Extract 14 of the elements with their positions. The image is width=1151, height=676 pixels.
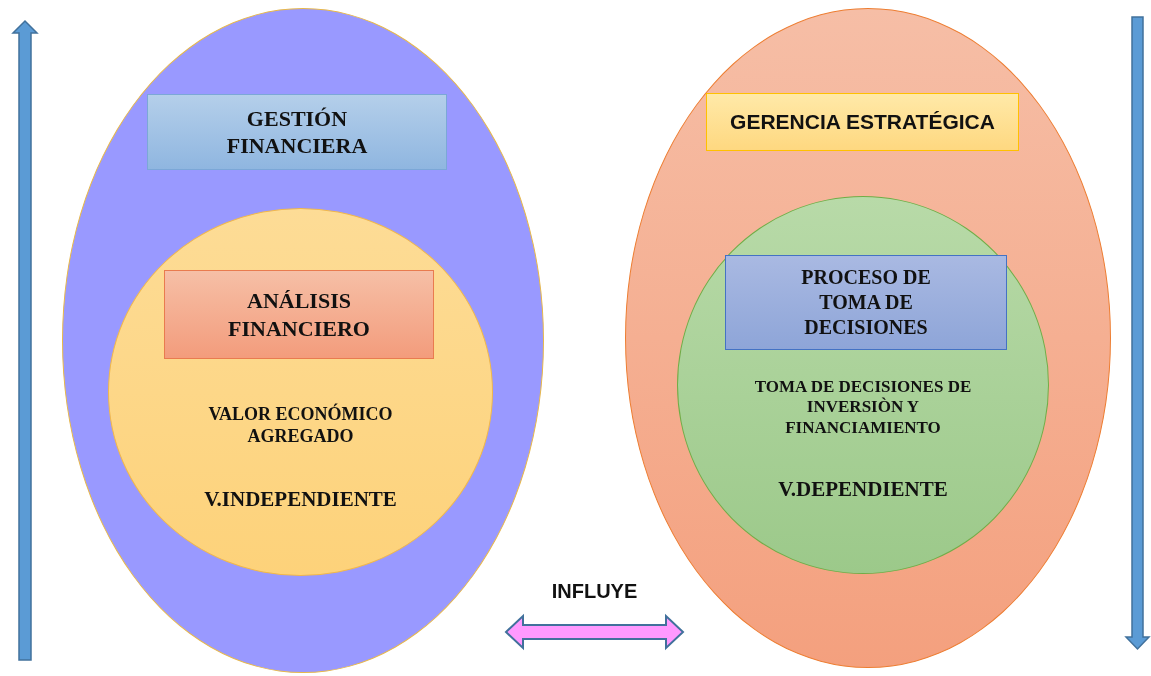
box-title: ANÁLISIS FINANCIERO [227,287,371,342]
box-title: GESTIÓN FINANCIERA [225,104,369,160]
title-box [725,255,1007,350]
title-box [147,94,447,170]
double-arrow [504,613,685,651]
variable-label: V.INDEPENDIENTE [203,487,398,513]
edge-label: INFLUYE [550,580,639,603]
title-box [706,93,1019,151]
box-title: PROCESO DE TOMA DE DECISIONES [800,265,932,340]
box-title: GERENCIA ESTRATÉGICA [730,108,995,135]
description-text: TOMA DE DECISIONES DE INVERSIÒN Y FINANCIAMIENTO [753,377,973,439]
title-box [164,270,434,359]
variable-label: V.DEPENDIENTE [777,477,949,503]
description-text: VALOR ECONÓMICO AGREGADO [207,404,394,448]
